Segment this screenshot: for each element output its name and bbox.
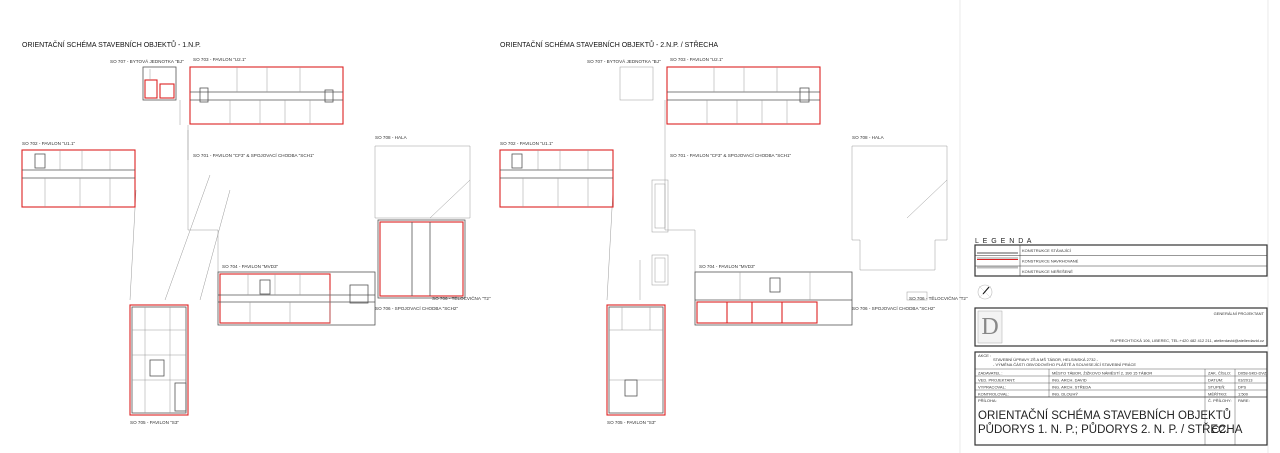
north-arrow-icon [977,284,993,300]
building-so704 [694,271,853,326]
priloha-label: PŘÍLOHA: [978,398,997,403]
building-so703 [189,66,344,125]
info-cell: DATUM: [1208,378,1223,383]
legend: L E G E N D A KONSTRUKCE STÁVAJÍCÍ KONST… [974,238,1268,277]
building-so708 [851,145,948,301]
building-so708 [374,145,471,299]
info-cell: STUPEŇ: [1208,385,1225,390]
building-so702 [21,149,136,208]
attachment-number-label: Č. PŘÍLOHY: [1208,398,1232,403]
info-cell: MĚSTO TÁBOR, ŽIŽKOVO NÁMĚSTÍ 2, 390 15 T… [1052,371,1152,376]
plan-title: ORIENTAČNÍ SCHÉMA STAVEBNÍCH OBJEKTŮ - 1… [22,40,201,49]
drawing-title-line-1: ORIENTAČNÍ SCHÉMA STAVEBNÍCH OBJEKTŮ [978,409,1231,422]
legend-title: L E G E N D A [975,238,1032,245]
label-so704: SO 704 - PAVILON "MVD3" [699,264,756,269]
attachment-number: C2. [1211,424,1228,436]
drawing-title-line-2: PŮDORYS 1. N. P.; PŮDORYS 2. N. P. / STŘ… [978,423,1243,436]
info-cell: ZADAVATEL : [978,371,1003,376]
legend-item-existing: KONSTRUKCE STÁVAJÍCÍ [1022,248,1072,253]
legend-swatch-unaddressed [977,266,1018,269]
info-row: VED. PROJEKTANT: ING. ARCH. DAVID DATUM:… [978,378,1253,383]
info-cell: KONTROLOVAL: [978,392,1009,397]
info-cell: ING. ARCH. STŘEDA [1052,385,1091,390]
info-cell: ZAK. ČÍSLO: [1208,371,1231,376]
info-cell: 03/2013 [1238,378,1253,383]
label-so706-gym: SO 706 - TĚLOCVIČNA "T2" [432,294,491,301]
building-so703 [666,66,821,125]
label-so701: SO 701 - PAVILON "CF3" & SPOJOVACÍ CHODB… [670,152,792,158]
company-address: RUPRECHTICKÁ 106, LIBEREC, TEL:+420 482 … [1110,338,1264,343]
info-row: VYPRACOVAL: ING. ARCH. STŘEDA STUPEŇ: DP… [978,385,1247,390]
info-cell: VYPRACOVAL: [978,385,1006,390]
info-cell: D058-SKD-DVZ [1238,371,1267,376]
info-cell: ING. DLOUHÝ [1052,392,1078,397]
info-cell: 1:500 [1238,392,1249,397]
label-so705: SO 705 - PAVILON "S3" [607,420,656,425]
label-so701: SO 701 - PAVILON "CF3" & SPOJOVACÍ CHODB… [193,152,315,158]
building-so702 [499,149,614,208]
legend-swatch-proposed [977,257,1018,260]
building-so705 [606,304,666,416]
company-logo: D [977,310,1003,344]
label-so702: SO 702 - PAVILON "U1.1" [500,141,554,146]
building-so707 [619,66,654,101]
label-so708: SO 708 - HALA [852,135,885,140]
label-so708: SO 708 - HALA [375,135,408,140]
building-so707 [142,66,177,101]
legend-item-unaddressed: KONSTRUKCE NEŘEŠENÉ [1022,269,1073,274]
legend-swatch-existing [977,252,1018,254]
info-row: ZADAVATEL : MĚSTO TÁBOR, ŽIŽKOVO NÁMĚSTÍ… [978,371,1267,376]
label-so705: SO 705 - PAVILON "S3" [130,420,179,425]
info-row: KONTROLOVAL: ING. DLOUHÝ MĚŘÍTKO: 1:500 [978,392,1249,397]
akce-line-1: STAVEBNÍ ÚPRAVY ZŠ A MŠ TÁBOR, HELSINSKÁ… [993,357,1099,362]
plan-2np-roof: ORIENTAČNÍ SCHÉMA STAVEBNÍCH OBJEKTŮ - 2… [499,40,968,425]
label-so706-corridor: SO 706 - SPOJOVACÍ CHODBA "SCH2" [852,305,935,311]
label-so707: SO 707 - BYTOVÁ JEDNOTKA "BJ" [587,58,661,64]
label-so706-gym: SO 706 - TĚLOCVIČNA "T2" [909,294,968,301]
title-block: D GENERÁLNÍ PROJEKTANT RUPRECHTICKÁ 106,… [974,307,1268,446]
role-label: GENERÁLNÍ PROJEKTANT [1214,311,1265,316]
plan-1np: ORIENTAČNÍ SCHÉMA STAVEBNÍCH OBJEKTŮ - 1… [21,40,491,425]
copy-label: PARE: [1238,398,1250,403]
label-so703: SO 703 - PAVILON "U2.1" [670,57,724,62]
akce-label: AKCE : [978,353,991,358]
site-lines [606,100,696,301]
plan-title: ORIENTAČNÍ SCHÉMA STAVEBNÍCH OBJEKTŮ - 2… [500,40,718,49]
akce-line-2: - VÝMĚNA ČÁSTI OBVODOVÉHO PLÁŠTĚ A SOUVI… [993,362,1136,367]
title-block-grid [975,368,1267,445]
label-so704: SO 704 - PAVILON "MVD3" [222,264,279,269]
info-cell: VED. PROJEKTANT: [978,378,1015,383]
info-cell: DPS [1238,385,1247,390]
building-so701-skylights [651,179,669,286]
svg-text:D: D [981,314,998,340]
info-cell: MĚŘÍTKO: [1208,392,1227,397]
label-so706-corridor: SO 706 - SPOJOVACÍ CHODBA "SCH2" [375,305,458,311]
site-lines [129,100,231,301]
label-so703: SO 703 - PAVILON "U2.1" [193,57,247,62]
label-so707: SO 707 - BYTOVÁ JEDNOTKA "BJ" [110,58,184,64]
label-so702: SO 702 - PAVILON "U1.1" [22,141,76,146]
building-so704 [217,271,376,326]
building-so705 [129,304,189,416]
info-cell: ING. ARCH. DAVID [1052,378,1087,383]
legend-item-proposed: KONSTRUKCE NAVRHOVANÉ [1022,259,1079,264]
